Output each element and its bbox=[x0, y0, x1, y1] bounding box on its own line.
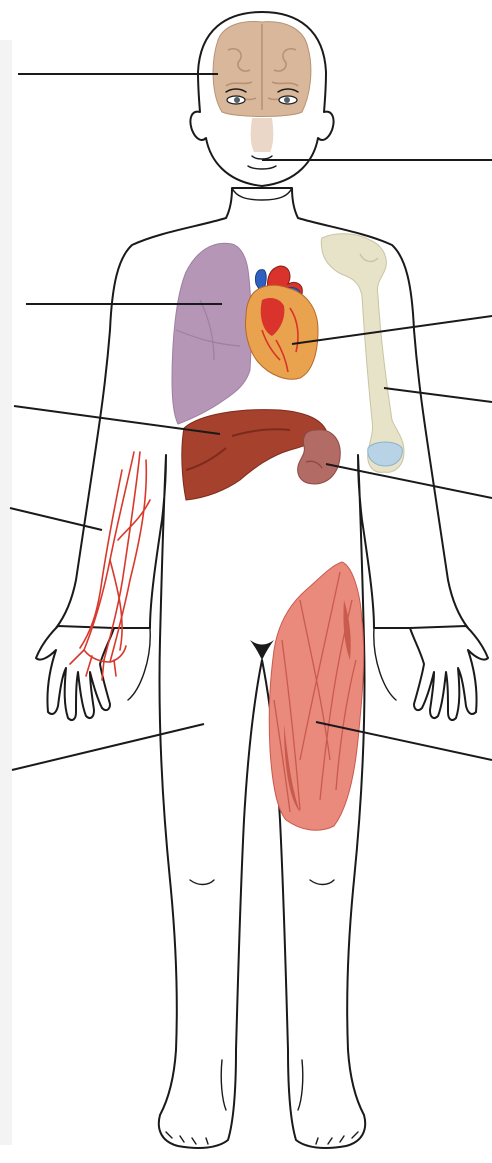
nose-icon bbox=[251, 118, 274, 152]
